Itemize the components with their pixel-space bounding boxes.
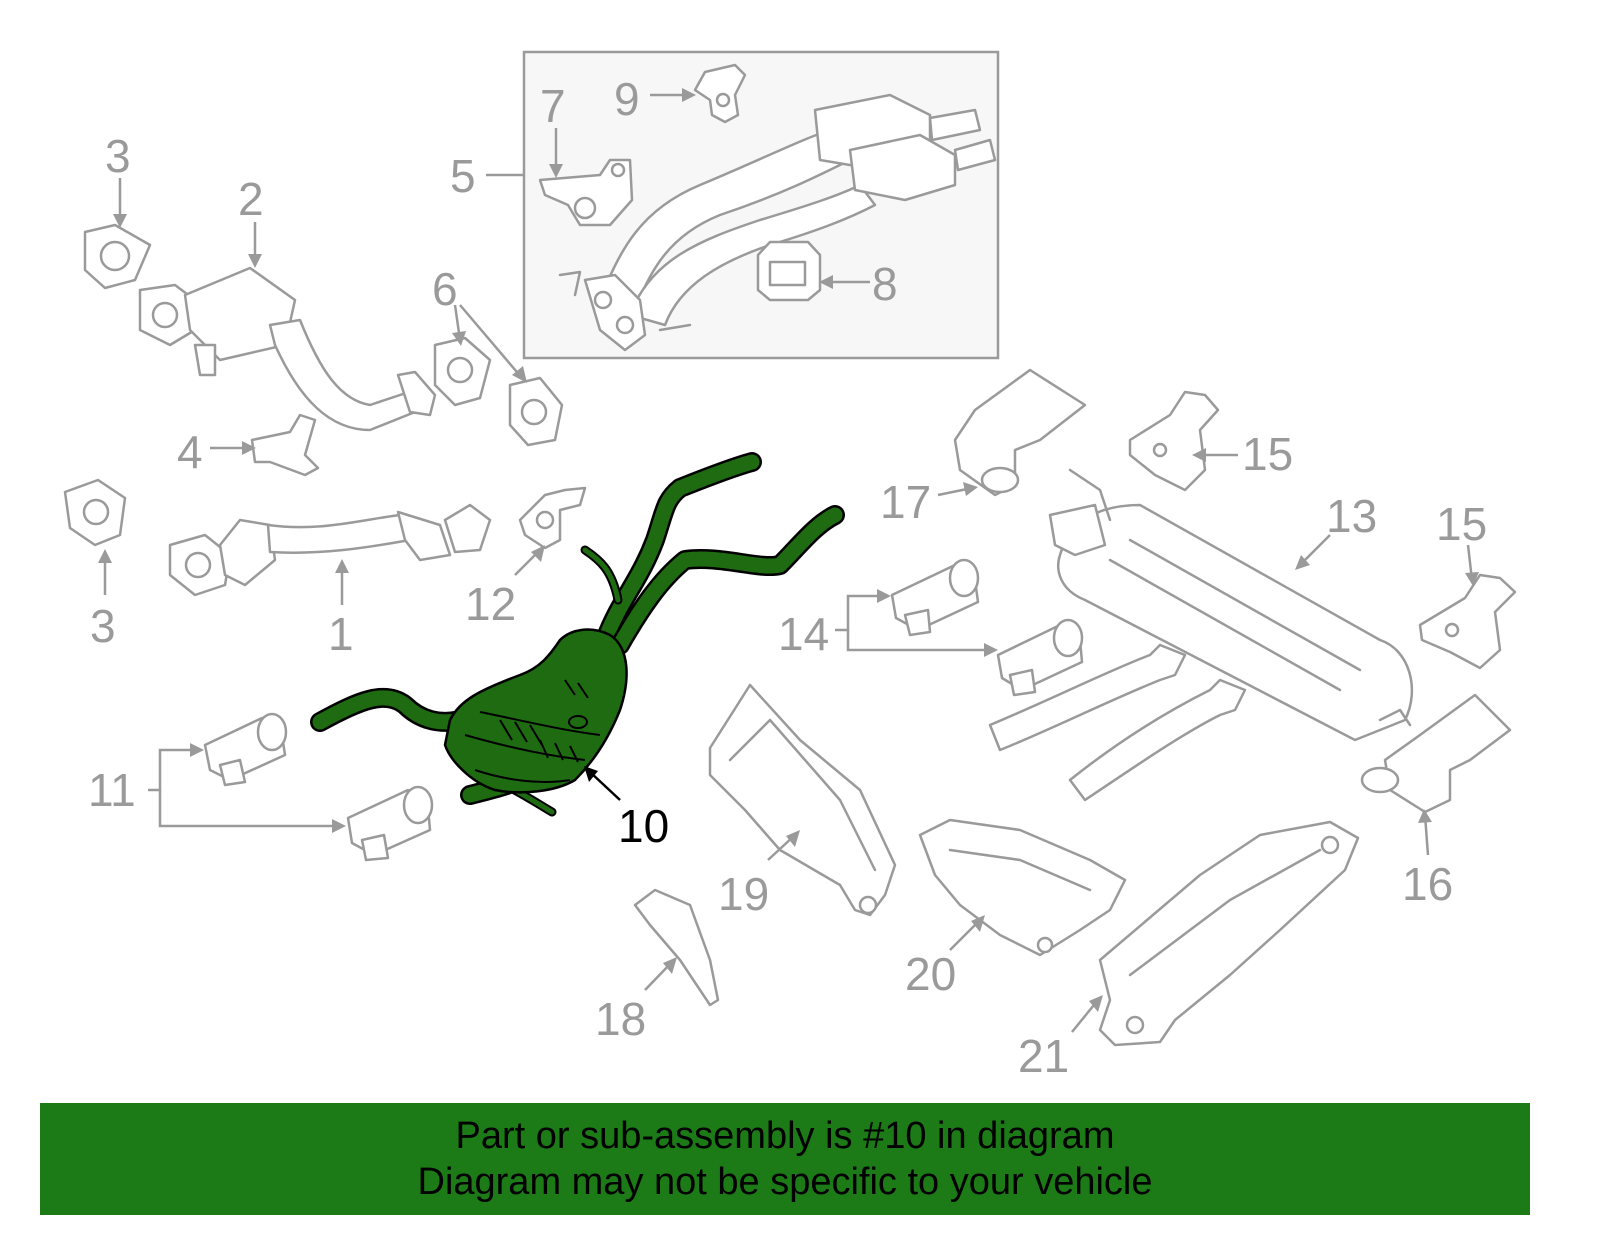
- callout-19: 19: [718, 868, 769, 920]
- banner-line-2: Diagram may not be specific to your vehi…: [417, 1161, 1153, 1203]
- part-18-heat-shield[interactable]: [633, 888, 720, 1007]
- callout-8: 8: [872, 258, 898, 310]
- leader-14: [835, 594, 885, 632]
- callout-14: 14: [778, 608, 829, 660]
- leader-6b: [459, 304, 523, 379]
- part-7-bracket[interactable]: [538, 158, 634, 227]
- part-3-gasket-upper[interactable]: [83, 223, 152, 290]
- part-15-bracket-lower[interactable]: [1418, 573, 1517, 670]
- part-21-heat-shield[interactable]: [1098, 820, 1360, 1047]
- callout-20: 20: [905, 948, 956, 1000]
- part-11-clamp-upper[interactable]: [203, 712, 288, 787]
- part-10-center-muffler[interactable]: [310, 452, 845, 817]
- part-14-clamp-lower[interactable]: [996, 618, 1084, 697]
- leader-11: [148, 748, 198, 792]
- callout-6: 6: [432, 263, 458, 315]
- info-banner: Part or sub-assembly is #10 in diagram D…: [40, 1103, 1530, 1215]
- callout-21: 21: [1018, 1030, 1069, 1082]
- callout-18: 18: [595, 993, 646, 1045]
- part-17-tail-pipe[interactable]: [953, 368, 1087, 497]
- callout-17: 17: [880, 476, 931, 528]
- callout-15-upper: 15: [1242, 428, 1293, 480]
- part-4-bracket[interactable]: [250, 413, 320, 477]
- part-3-gasket-lower[interactable]: [63, 478, 127, 547]
- callout-3-lower: 3: [90, 600, 116, 652]
- callout-16: 16: [1402, 858, 1453, 910]
- callout-4: 4: [177, 426, 203, 478]
- part-2-front-pipe-catalytic[interactable]: [138, 266, 437, 432]
- part-16-tail-pipe[interactable]: [1360, 693, 1512, 814]
- callout-9: 9: [614, 73, 640, 125]
- part-11-clamp-lower[interactable]: [346, 785, 434, 862]
- part-6-gasket-a[interactable]: [433, 336, 492, 407]
- callout-7: 7: [540, 80, 566, 132]
- banner-line-1: Part or sub-assembly is #10 in diagram: [455, 1115, 1115, 1157]
- leader-10: [589, 771, 621, 801]
- callout-15-lower: 15: [1436, 498, 1487, 550]
- part-6-gasket-b[interactable]: [508, 376, 564, 447]
- callout-1: 1: [328, 608, 354, 660]
- callout-3-upper: 3: [105, 130, 131, 182]
- part-14-clamp-upper[interactable]: [890, 558, 980, 637]
- callout-11: 11: [88, 764, 136, 816]
- part-8-rubber-mount[interactable]: [756, 240, 822, 302]
- part-20-heat-shield[interactable]: [918, 818, 1127, 957]
- part-12-hanger[interactable]: [518, 486, 587, 550]
- callout-5: 5: [450, 150, 476, 202]
- callout-2: 2: [238, 173, 264, 225]
- callout-13: 13: [1326, 490, 1377, 542]
- part-19-heat-shield[interactable]: [708, 683, 897, 917]
- part-13-rear-muffler[interactable]: [988, 468, 1414, 802]
- callout-10: 10: [618, 800, 669, 852]
- part-9-hanger[interactable]: [693, 63, 747, 124]
- part-1-front-pipe[interactable]: [168, 503, 492, 597]
- callout-12: 12: [465, 578, 516, 630]
- part-5-front-pipe-catalytic[interactable]: [558, 93, 997, 352]
- part-15-bracket-upper[interactable]: [1128, 390, 1220, 492]
